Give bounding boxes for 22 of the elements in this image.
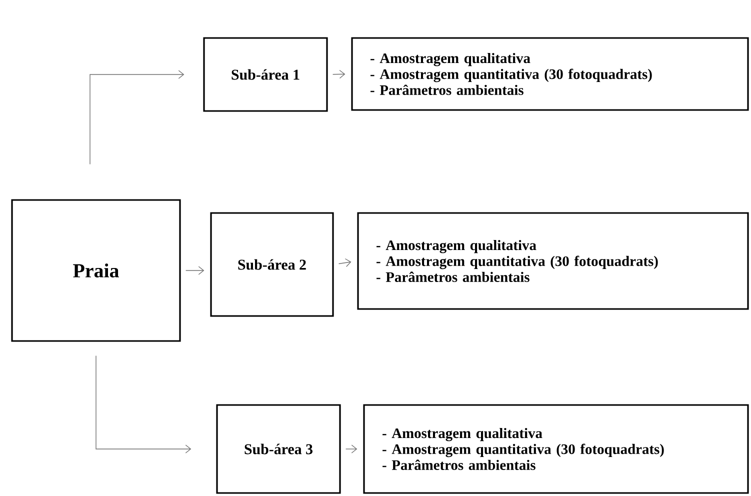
arrow [185, 266, 204, 275]
list-item: - Amostragem qualitativa [382, 428, 542, 442]
list-box [351, 37, 749, 111]
list-box [357, 212, 749, 310]
list-item: - Amostragem quantitativa (30 fotoquadrats) [376, 256, 658, 270]
list-item: - Parâmetros ambientais [376, 272, 530, 282]
area-box: Sub-área 2 [210, 212, 334, 317]
list-box [363, 404, 749, 494]
list-item: - Amostragem qualitativa [370, 52, 530, 66]
arrow [96, 355, 192, 454]
arrow [345, 444, 358, 454]
area-box: Praia [11, 199, 181, 342]
arrow [332, 70, 346, 79]
list-item: - Amostragem qualitativa [376, 240, 536, 254]
area-box: Sub-área 3 [216, 404, 341, 494]
list-item: - Parâmetros ambientais [370, 84, 524, 96]
area-box: Sub-área 1 [203, 37, 328, 112]
arrow [338, 258, 352, 268]
list-item: - Amostragem quantitativa (30 fotoquadrats) [382, 444, 664, 458]
arrow [90, 70, 184, 165]
list-item: - Amostragem quantitativa (30 fotoquadrats) [370, 68, 652, 82]
list-item: - Parâmetros ambientais [382, 460, 536, 470]
